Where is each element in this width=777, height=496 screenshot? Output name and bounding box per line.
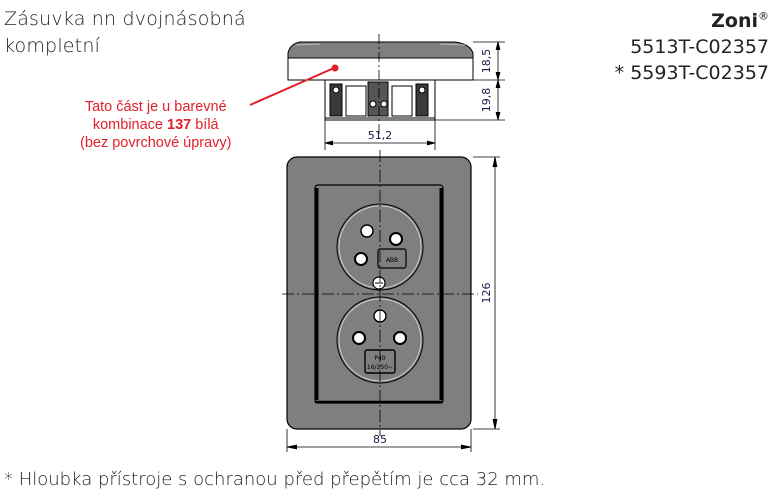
product-code-alternate: * 5593T-C02357 [614,62,769,84]
dim-body-depth: 19,8 [480,88,493,113]
product-title-line2: kompletní [4,35,101,57]
side-view: 18,5 19,8 51,2 [249,34,505,150]
annotation-line1: Tato část je u barevné [84,99,227,115]
depth-footnote: * Hloubka přístroje s ochranou před přep… [4,469,546,490]
product-title: Zásuvka nn dvojnásobná kompletní [4,6,246,60]
product-code-primary: 5513T-C02357 [630,36,769,58]
front-view: ABB P40 16/250~ [282,150,500,452]
annotation-line2-suffix: bílá [191,117,219,133]
dim-body-width: 51,2 [368,129,393,142]
annotation-line3: (bez povrchové úpravy) [80,135,232,151]
socket-hole [354,252,368,266]
annotation-line2-prefix: kombinace [92,117,168,133]
product-title-line1: Zásuvka nn dvojnásobná [4,8,246,30]
brand-name: Zoni [711,10,758,32]
brand-block: Zoni® 5513T-C02357 * 5593T-C02357 [615,8,769,86]
dim-front-height: 126 [480,283,493,304]
socket-hole [360,224,374,238]
socket-hole [393,331,407,345]
annotation-leader-line [249,67,335,106]
registered-mark: ® [758,9,769,23]
socket-hole [389,232,403,246]
dim-cover-height: 18,5 [480,49,493,74]
color-annotation: Tato část je u barevné kombinace 137 bíl… [80,98,232,152]
annotation-color-code: 137 [167,117,192,133]
socket-hole [352,331,366,345]
dim-front-width: 85 [373,433,387,446]
lower-badge-line2: 16/250~ [367,364,393,371]
upper-badge-label: ABB [386,257,398,264]
